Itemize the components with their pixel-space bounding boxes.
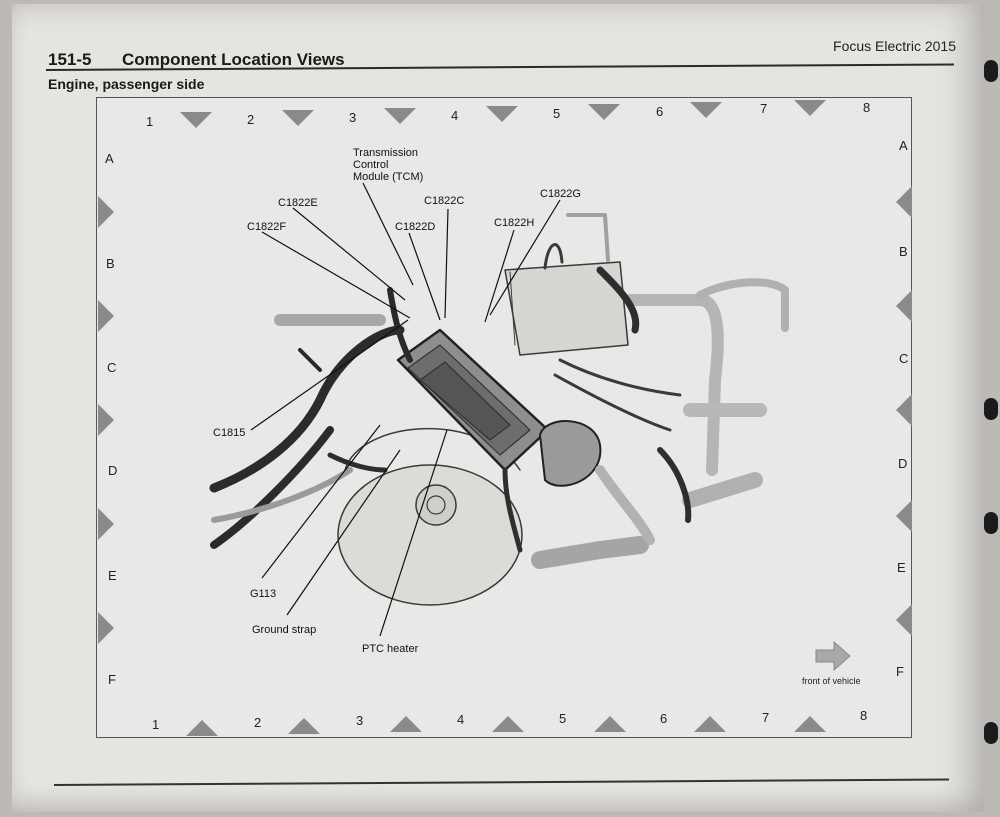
grid-rows-left: A B C D E F <box>105 151 117 687</box>
grid-col-label: 1 <box>146 114 153 129</box>
grid-rows-right: A B C D E F <box>896 138 908 679</box>
grid-col-label: 3 <box>356 713 363 728</box>
grid-col-label: 1 <box>152 717 159 732</box>
grid-markers <box>98 100 912 736</box>
callout-tcm-line3: Module (TCM) <box>353 171 423 183</box>
callout-c1815: C1815 <box>213 427 245 439</box>
callout-c1822f: C1822F <box>247 221 286 233</box>
callout-ground-strap: Ground strap <box>252 624 316 636</box>
grid-row-label: B <box>106 256 115 271</box>
front-of-vehicle-indicator: front of vehicle <box>802 640 861 686</box>
grid-col-label: 5 <box>559 711 566 726</box>
callout-c1822e: C1822E <box>278 197 318 209</box>
callout-ptc-heater: PTC heater <box>362 643 419 655</box>
grid-col-label: 8 <box>863 100 870 115</box>
callout-g113: G113 <box>250 588 276 600</box>
grid-columns-bottom: 1 2 3 4 5 6 7 8 <box>152 708 867 732</box>
arrow-right-icon <box>815 640 851 672</box>
grid-col-label: 2 <box>247 112 254 127</box>
grid-col-label: 7 <box>762 710 769 725</box>
view-subtitle: Engine, passenger side <box>48 76 205 92</box>
grid-row-label: F <box>896 664 904 679</box>
callout-c1822d: C1822D <box>395 221 435 233</box>
grid-row-label: A <box>105 151 114 166</box>
grid-columns-top: 1 2 3 4 5 6 7 8 <box>146 100 870 129</box>
binder-hole <box>984 60 998 82</box>
grid-col-label: 5 <box>553 106 560 121</box>
grid-col-label: 6 <box>656 104 663 119</box>
callout-c1822h: C1822H <box>494 217 534 229</box>
callout-c1822g: C1822G <box>540 188 581 200</box>
grid-col-label: 4 <box>457 712 464 727</box>
book-title: Focus Electric 2015 <box>833 38 956 54</box>
callout-tcm-line1: Transmission <box>353 147 418 159</box>
callout-c1822c: C1822C <box>424 195 464 207</box>
section-title: Component Location Views <box>122 50 345 69</box>
grid-row-label: E <box>897 560 906 575</box>
grid-row-label: F <box>108 672 116 687</box>
callout-tcm-line2: Control <box>353 159 388 171</box>
callout-labels: Transmission Control Module (TCM) C1822E… <box>213 147 581 655</box>
leader-lines <box>250 182 561 637</box>
section-number: 151-5 <box>48 50 92 69</box>
grid-col-label: 4 <box>451 108 458 123</box>
engine-illustration <box>209 213 789 606</box>
grid-row-label: C <box>107 360 116 375</box>
binder-hole <box>984 722 998 744</box>
front-of-vehicle-label: front of vehicle <box>802 676 861 686</box>
grid-col-label: 2 <box>254 715 261 730</box>
binder-hole <box>984 512 998 534</box>
grid-col-label: 3 <box>349 110 356 125</box>
grid-row-label: D <box>898 456 907 471</box>
grid-row-label: C <box>899 351 908 366</box>
binder-hole <box>984 398 998 420</box>
grid-row-label: B <box>899 244 908 259</box>
grid-row-label: E <box>108 568 117 583</box>
grid-col-label: 6 <box>660 711 667 726</box>
grid-col-label: 7 <box>760 101 767 116</box>
grid-row-label: D <box>108 463 117 478</box>
grid-row-label: A <box>899 138 908 153</box>
grid-col-label: 8 <box>860 708 867 723</box>
